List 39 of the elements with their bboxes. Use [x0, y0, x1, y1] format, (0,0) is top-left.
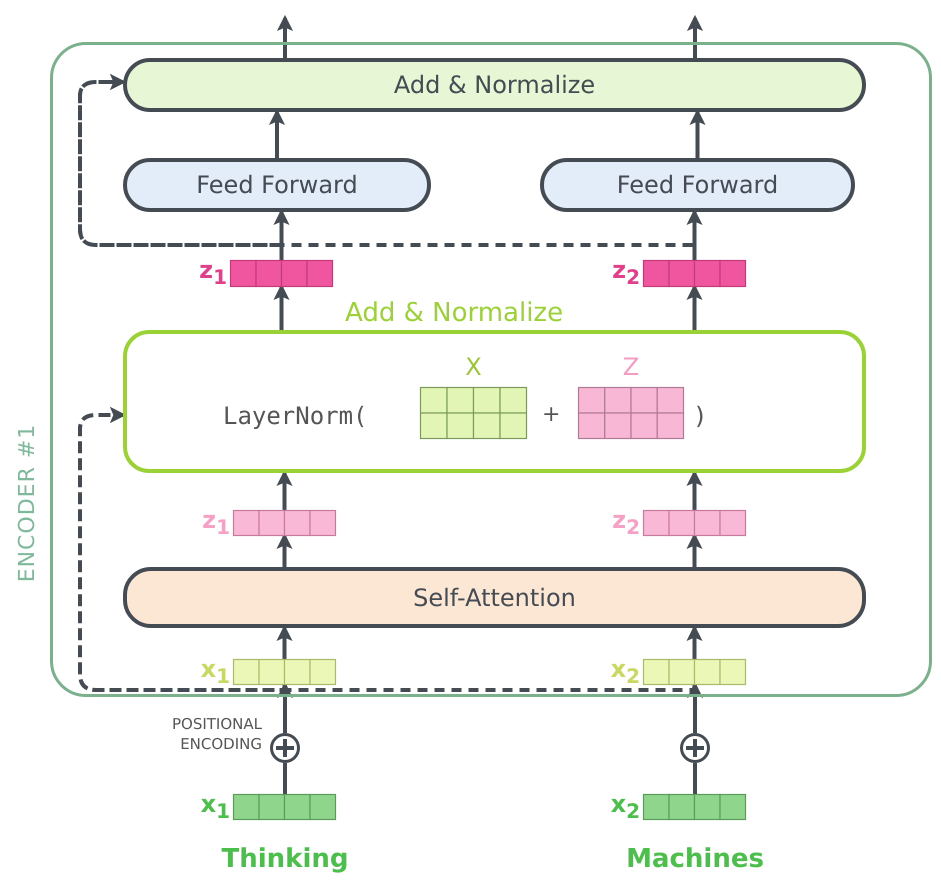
arrow — [278, 16, 292, 58]
vector-label: x$_{1}$ — [200, 657, 230, 686]
vector-label: z$_{1}$ — [199, 258, 227, 287]
arrow — [687, 470, 702, 510]
vector-label: z$_{2}$ — [612, 508, 640, 537]
connector-line — [693, 763, 697, 794]
arrow — [688, 16, 702, 58]
block-heading: Add & Normalize — [345, 300, 564, 326]
matrix-label: X — [464, 355, 483, 379]
matrix-label: Z — [622, 355, 640, 379]
input-word: Thinking — [220, 846, 350, 872]
arrow — [277, 626, 292, 659]
arrow — [690, 110, 705, 158]
arrow — [687, 626, 702, 659]
vector-label: z$_{2}$ — [612, 258, 640, 287]
attention-box — [123, 567, 866, 628]
encoding-label: POSITIONAL ENCODING — [170, 715, 262, 754]
feed-forward-box — [123, 158, 431, 212]
formula-text: ) — [693, 404, 708, 428]
formula-text: LayerNorm( — [223, 404, 368, 428]
vector-label: x$_{2}$ — [610, 657, 640, 686]
norm-box — [123, 58, 866, 112]
arrow — [274, 284, 289, 330]
connector-line — [283, 763, 287, 794]
box-label: Feed Forward — [616, 173, 778, 197]
plus-sign: + — [542, 404, 560, 426]
vector-label: x$_{2}$ — [610, 792, 640, 821]
arrow — [270, 110, 284, 158]
vector-label: x$_{1}$ — [200, 792, 230, 821]
encoder-label: ENCODER #1 — [17, 422, 41, 584]
arrow — [277, 470, 292, 510]
box-label: Self-Attention — [413, 586, 576, 610]
box-label: Feed Forward — [196, 173, 358, 197]
plus-circle-icon — [680, 733, 710, 763]
box-label: Add & Normalize — [394, 73, 596, 97]
feed-forward-box — [540, 158, 855, 212]
arrow — [687, 284, 702, 330]
input-word: Machines — [625, 846, 765, 872]
vector-label: z$_{1}$ — [202, 508, 230, 537]
